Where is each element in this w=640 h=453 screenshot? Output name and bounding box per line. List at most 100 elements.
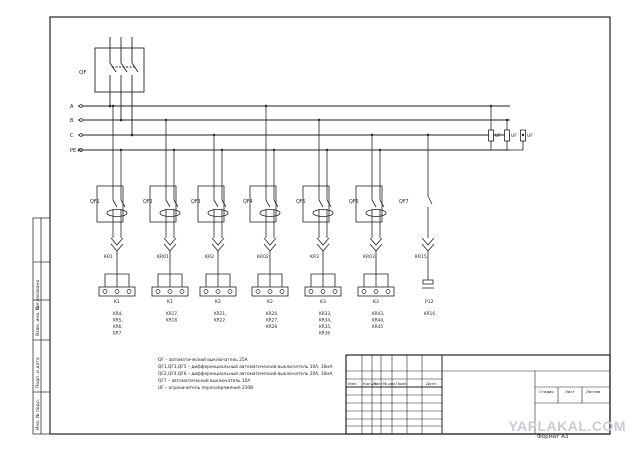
- rcd-switch: [371, 199, 377, 208]
- load-label: KR43,: [372, 311, 384, 316]
- rcd-sensor: [207, 209, 229, 217]
- socket-label: KR02: [257, 254, 269, 260]
- terminal-screw: [279, 289, 285, 294]
- junction-dot: [378, 148, 382, 152]
- load-label: KR16: [424, 311, 435, 316]
- rcd-switch: [173, 199, 179, 208]
- terminal-label: K2: [267, 299, 273, 305]
- load-label: KR26,: [266, 311, 278, 316]
- load-label: KR5,: [113, 318, 123, 323]
- tb-sheets: Листов: [586, 389, 601, 394]
- bus-label: PE-N: [70, 148, 82, 154]
- terminal-screw: [255, 289, 261, 294]
- socket-symbol: [316, 237, 330, 246]
- tb-sheet: Лист: [565, 389, 575, 394]
- uf-label: UF: [527, 133, 533, 139]
- surge-arresters: UF UF UF: [488, 104, 533, 151]
- junction-dot: [370, 133, 374, 137]
- junction-dot: [264, 104, 268, 108]
- terminal-screw: [308, 289, 314, 294]
- side-stamp: [32, 217, 51, 435]
- legend-line-4: QF7 – автоматический выключатель 10А: [158, 377, 250, 384]
- junction-dot: [521, 133, 525, 137]
- terminal-screw: [167, 289, 173, 294]
- stamp-soglasovano: Согласовано: [35, 280, 41, 310]
- junction-dot: [426, 133, 430, 137]
- socket-symbol: [263, 237, 277, 246]
- terminal-screw: [203, 289, 209, 294]
- junction-dot: [505, 118, 509, 122]
- bus-label: C: [70, 133, 74, 139]
- tb-col-data: Дата: [426, 381, 436, 386]
- breaker-label: QF4: [243, 199, 253, 205]
- junction-dot: [164, 118, 168, 122]
- tb-col-podp: Подп.: [396, 381, 408, 386]
- load-label: KR17,: [166, 311, 178, 316]
- terminal-screw: [373, 289, 379, 294]
- junction-dot: [119, 118, 123, 122]
- bus-terminal: [79, 104, 83, 108]
- socket-label: KR3: [310, 254, 319, 260]
- rcd-switch: [165, 199, 171, 208]
- breaker-label: QF1: [90, 199, 100, 205]
- bus-group: A B C PE-N: [70, 92, 510, 154]
- bus-terminal: [79, 133, 83, 137]
- breaker-label: QF6: [349, 199, 359, 205]
- junction-dot: [220, 148, 224, 152]
- bus-label: A: [70, 104, 74, 110]
- junction-dot: [272, 148, 276, 152]
- socket-symbol: [110, 237, 124, 246]
- rcd-box: [149, 185, 177, 223]
- load-label: KR27,: [266, 318, 278, 323]
- rcd-switch: [112, 199, 118, 208]
- junction-dot: [172, 148, 176, 152]
- terminal-block: [151, 286, 189, 297]
- junction-dot: [119, 148, 123, 152]
- terminal-screw: [320, 289, 326, 294]
- socket-label: KR01: [157, 254, 169, 260]
- terminal-screw: [102, 289, 108, 294]
- terminal-label: K3: [373, 299, 379, 305]
- uf-label: UF: [511, 133, 517, 139]
- junction-dot: [317, 118, 321, 122]
- terminal-block: [251, 286, 289, 297]
- terminal-label: P12: [425, 299, 434, 305]
- terminal-screw: [114, 289, 120, 294]
- legend-line-5: UF – ограничитель перенапряжения 230В: [158, 385, 253, 391]
- junction-dot: [111, 104, 115, 108]
- junction-dot: [325, 148, 329, 152]
- load-label: KR33,: [319, 311, 331, 316]
- terminal-label: K1: [167, 299, 173, 305]
- bus-terminal: [79, 148, 83, 152]
- terminal-block: [199, 286, 237, 297]
- tb-col-kol: Кол.уч: [363, 381, 376, 386]
- tb-stage: Стадия: [539, 389, 554, 394]
- terminal-block: [98, 286, 136, 297]
- load-label: KR36: [319, 331, 330, 336]
- rcd-sensor: [259, 209, 281, 217]
- terminal-block: [304, 286, 342, 297]
- rcd-box: [96, 185, 124, 223]
- rcd-sensor: [159, 209, 181, 217]
- terminal-screw: [267, 289, 273, 294]
- junction-dot: [212, 133, 216, 137]
- tb-col-list: Лист: [373, 381, 383, 386]
- uf-label: UF: [495, 133, 501, 139]
- legend-line-2: QF1,QF3,QF5 – дифференциальный автоматич…: [158, 363, 333, 370]
- rcd-switch: [379, 199, 385, 208]
- terminal-screw: [126, 289, 132, 294]
- format-label: Формат A3: [537, 434, 569, 440]
- stamp-podp-data: Подп. и дата: [35, 357, 41, 388]
- bus-label: B: [70, 118, 74, 124]
- main-breaker-label: QF: [79, 70, 87, 76]
- load-label: KR35,: [319, 324, 331, 329]
- legend: QF – автоматический выключатель 25А QF1,…: [158, 356, 333, 391]
- feeder-group: QF1KR1K1KR4,KR5,KR6,KR7QF2KR01K1KR17,KR1…: [90, 104, 435, 336]
- load-label: KR28: [266, 324, 277, 329]
- junction-dot: [130, 133, 134, 137]
